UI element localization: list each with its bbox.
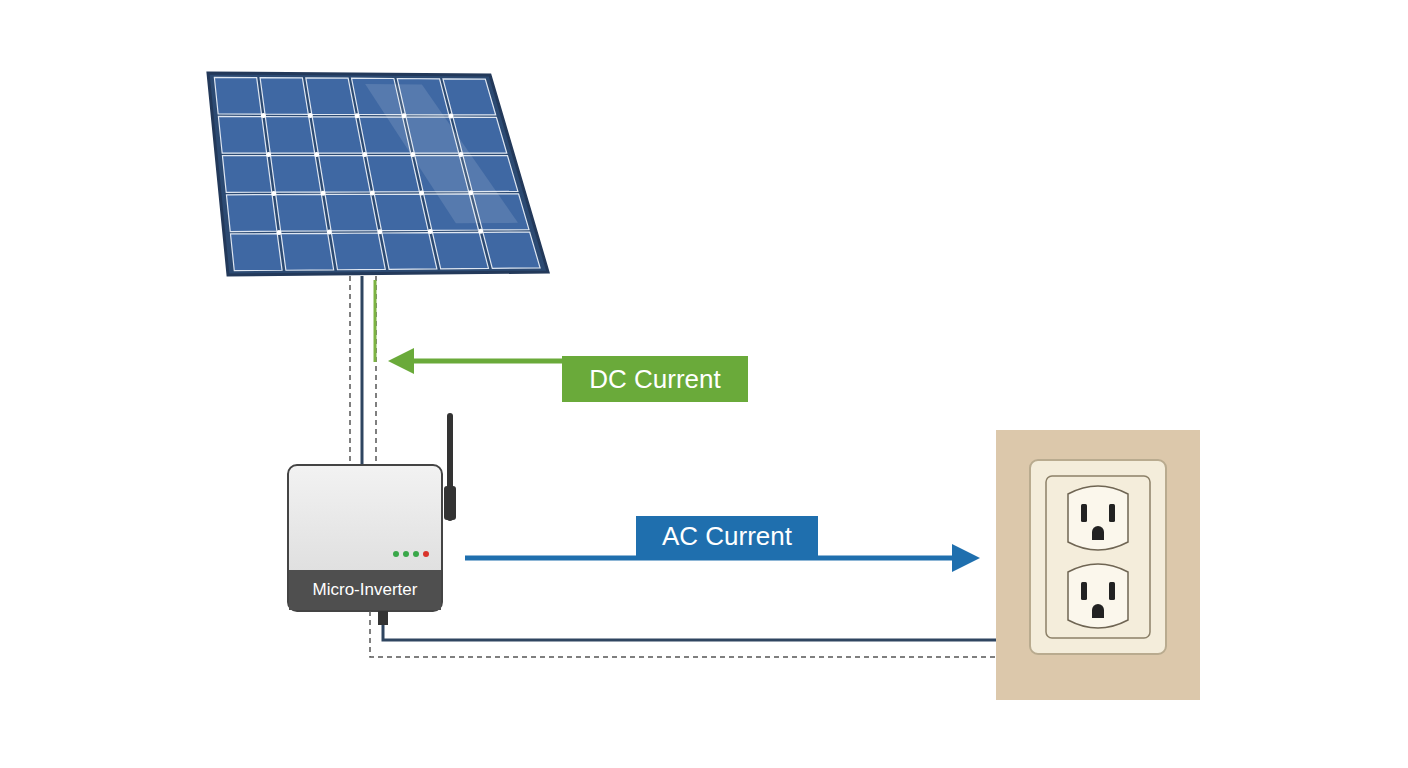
cell-joint <box>314 152 319 157</box>
cell-joint <box>271 191 276 196</box>
slot <box>1109 504 1115 522</box>
solar-cell <box>260 78 308 115</box>
micro-inverter-band <box>289 570 441 610</box>
cell-joint <box>321 191 326 196</box>
slot <box>1081 504 1087 522</box>
solar-cell <box>265 117 314 154</box>
cell-joint <box>266 152 271 157</box>
cell-joint <box>261 113 266 118</box>
ground-wire <box>349 276 351 466</box>
dc-wire-highlight <box>374 280 377 362</box>
dc-wire <box>361 276 364 466</box>
label-text: DC Current <box>589 364 720 395</box>
solar-cell <box>230 234 282 271</box>
solar-cell <box>281 233 334 270</box>
label-text: Micro-Inverter <box>313 580 418 600</box>
solar-panel <box>208 73 548 275</box>
solar-cell <box>325 194 378 231</box>
cable-connector <box>378 611 388 625</box>
led <box>423 551 429 557</box>
ground-wire <box>370 611 1100 657</box>
cell-joint <box>478 229 483 234</box>
cell-joint <box>327 230 332 235</box>
cell-joint <box>276 230 281 235</box>
cell-joint <box>377 229 382 234</box>
solar-cell <box>276 194 328 231</box>
solar-cell <box>306 78 355 115</box>
receptacle <box>1068 486 1128 550</box>
slot <box>1109 582 1115 600</box>
solar-cell <box>222 156 271 193</box>
ac-cable <box>383 625 1100 640</box>
antenna-base <box>444 486 456 520</box>
solar-cell <box>218 116 266 153</box>
cell-joint <box>355 113 360 118</box>
solar-cell <box>226 195 276 232</box>
ground-hole <box>1092 526 1104 540</box>
ground-wire <box>375 276 377 466</box>
cell-joint <box>362 152 367 157</box>
panel-glare <box>365 84 518 223</box>
dc-arrowhead <box>388 348 414 374</box>
ground-hole <box>1092 604 1104 618</box>
solar-cell <box>312 117 362 153</box>
solar-cell <box>382 233 437 270</box>
led <box>393 551 399 557</box>
dc-arrow-shaft <box>408 359 562 364</box>
solar-cell <box>214 77 261 114</box>
receptacle <box>1068 564 1128 628</box>
cell-joint <box>448 114 453 119</box>
led <box>413 551 419 557</box>
slot <box>1081 582 1087 600</box>
cell-joint <box>428 229 433 234</box>
cell-joint <box>370 191 375 196</box>
wall <box>996 430 1200 700</box>
solar-cell <box>483 232 540 268</box>
led <box>403 551 409 557</box>
ac-arrowhead <box>952 544 980 572</box>
label-text: AC Current <box>662 521 792 552</box>
solar-cell <box>331 233 385 270</box>
outlet-plate <box>1030 460 1166 654</box>
solar-cell <box>432 232 488 268</box>
solar-cell <box>374 194 428 230</box>
current-label: DC Current <box>562 356 748 402</box>
micro-inverter-body <box>288 465 442 611</box>
panel-frame <box>208 73 548 275</box>
cell-joint <box>419 190 424 195</box>
device-label: Micro-Inverter <box>290 571 440 609</box>
solar-cell <box>367 156 420 192</box>
outlet-frame <box>1046 476 1150 638</box>
solar-cell <box>443 79 496 115</box>
cell-joint <box>308 113 313 118</box>
current-label: AC Current <box>636 516 818 557</box>
solar-cell <box>271 156 321 193</box>
solar-cell <box>319 156 371 192</box>
receptacles <box>1068 486 1128 628</box>
